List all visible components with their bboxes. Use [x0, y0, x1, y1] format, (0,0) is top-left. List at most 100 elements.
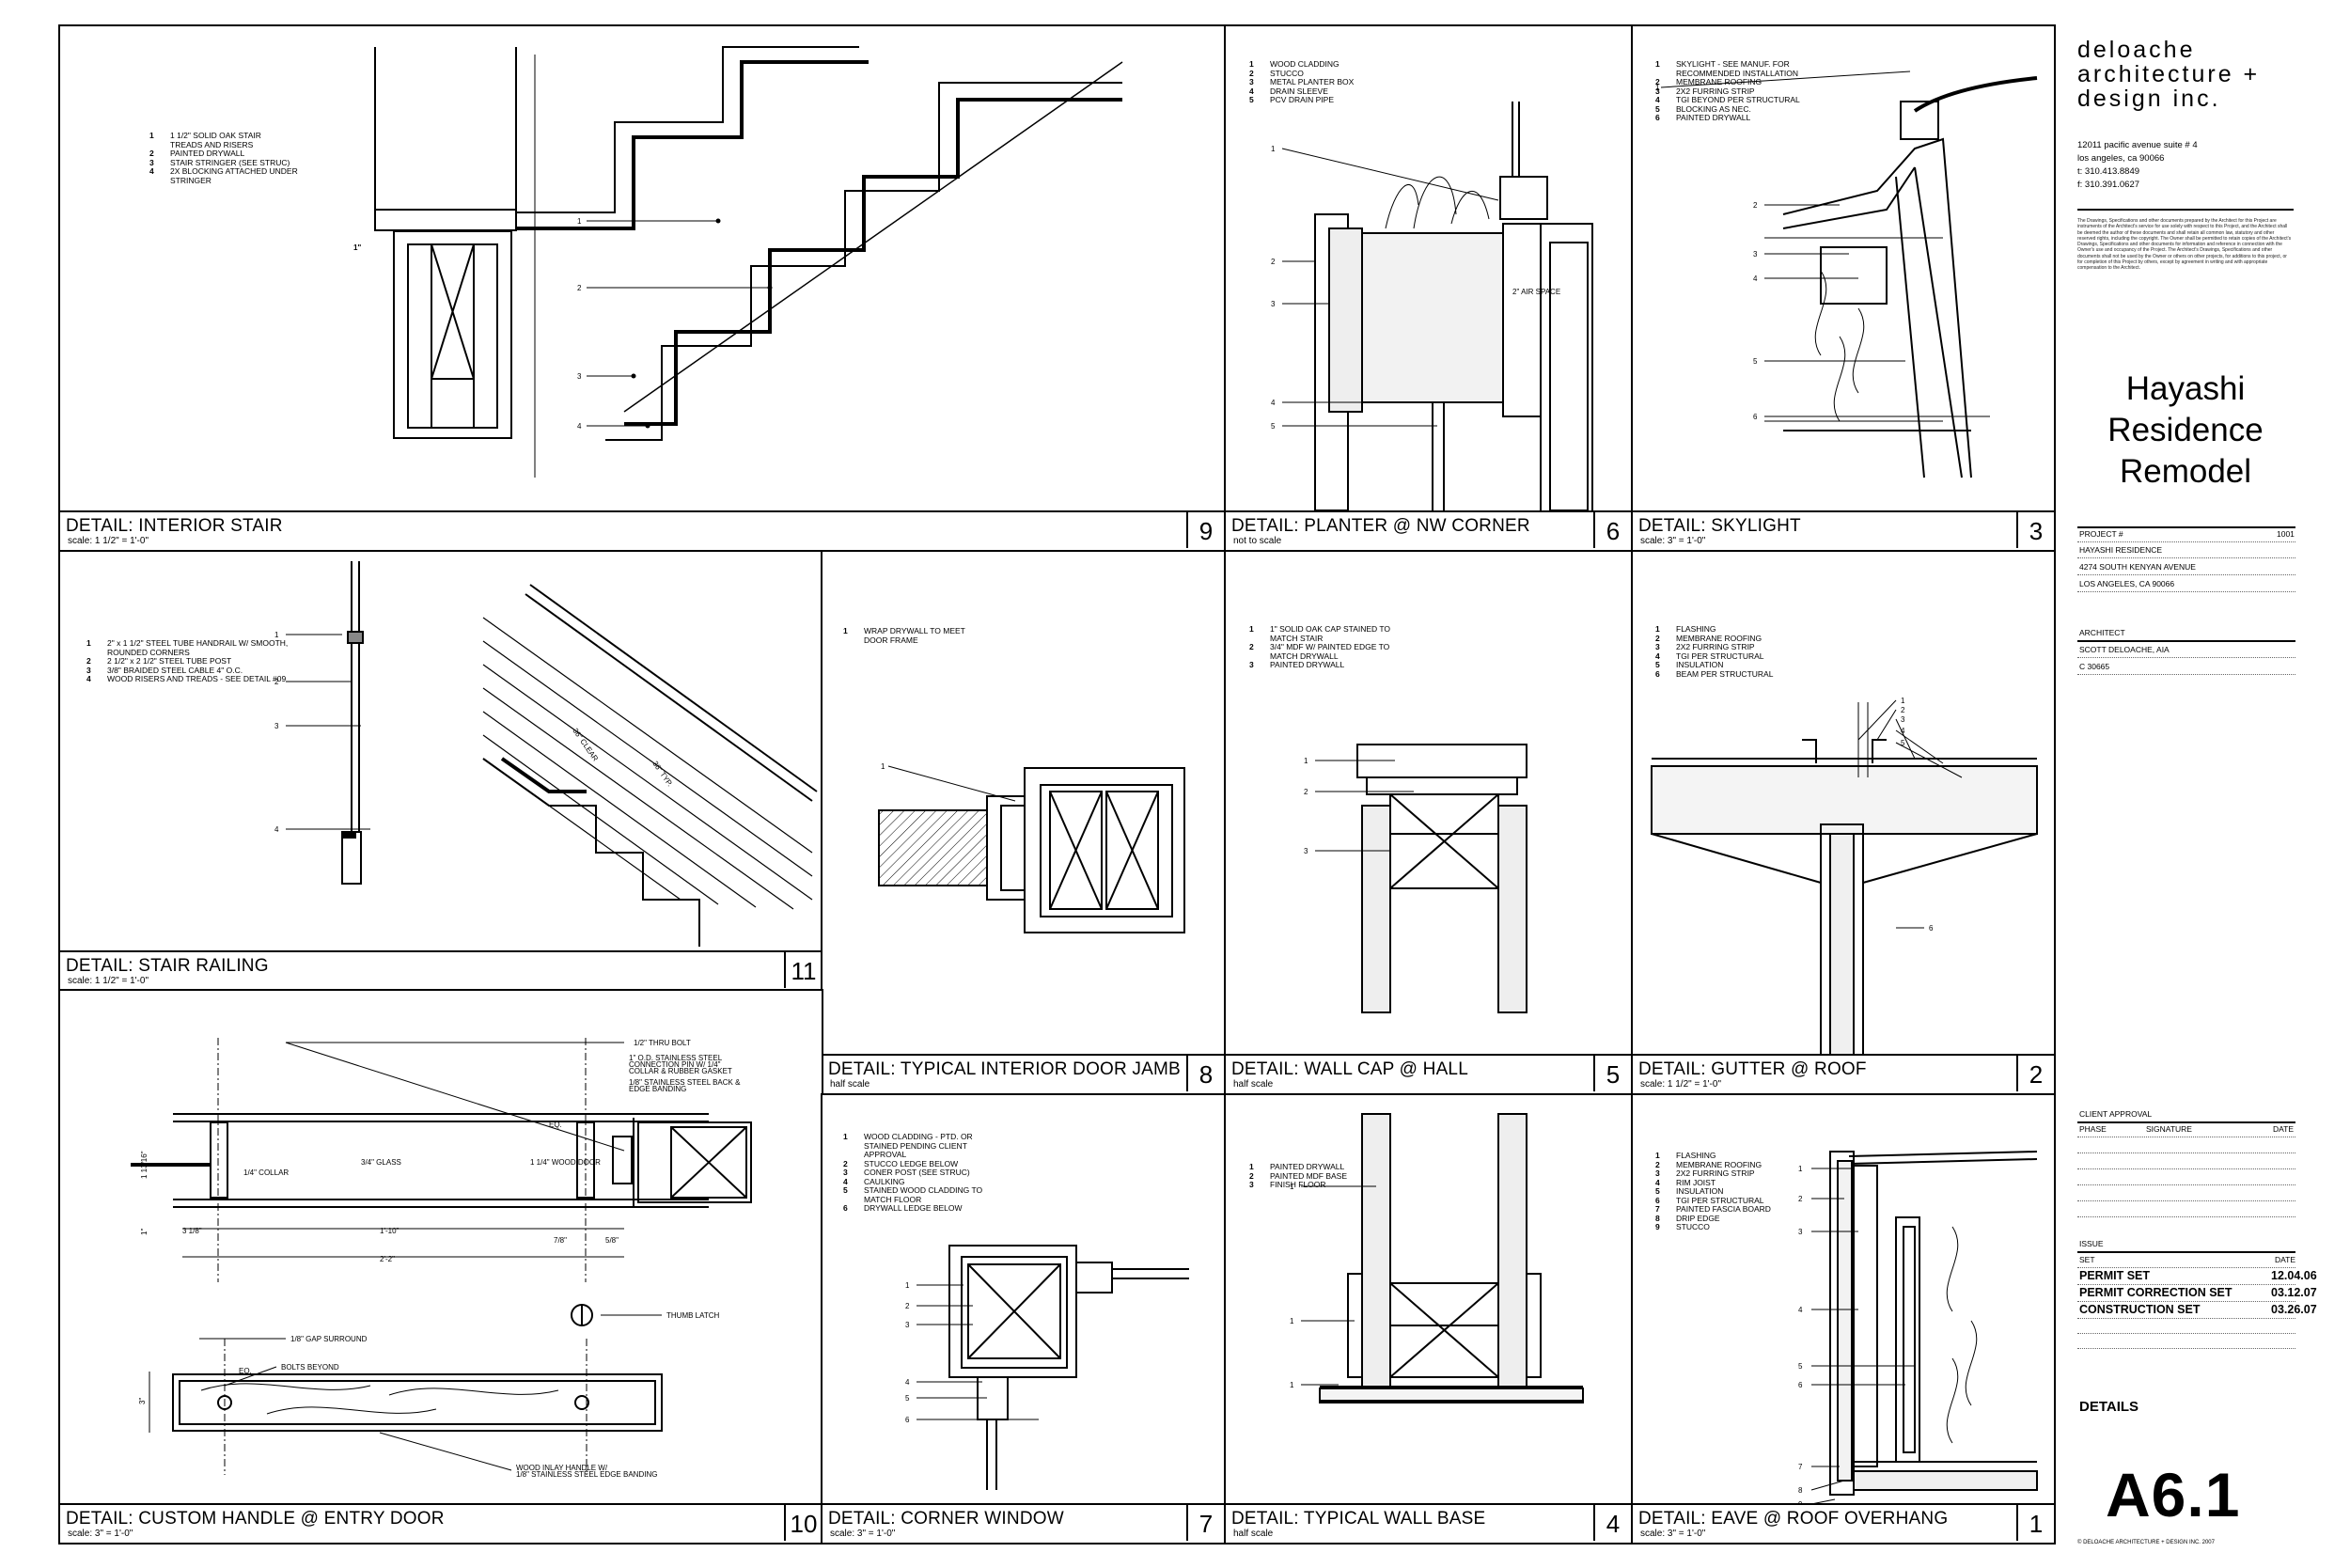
note-number: 3 [1655, 1168, 1660, 1178]
drawing-stair-railing: 1 2 3 4 36" CLEAR 36" TYP. [274, 561, 818, 947]
issue-row: PERMIT SET 12.04.06 [2079, 1269, 2317, 1282]
svg-text:2'-2": 2'-2" [380, 1255, 395, 1263]
note-text: INSULATION [1676, 1186, 1724, 1196]
detail-title: DETAIL: WALL CAP @ HALL [1231, 1059, 1468, 1079]
signature-column: SIGNATURE [2146, 1124, 2192, 1134]
note-text: MEMBRANE ROOFING [1676, 1159, 1762, 1169]
project-name: HAYASHI RESIDENCE [2079, 545, 2163, 555]
note-number: 2 [1249, 1170, 1254, 1181]
note-number: 5 [843, 1185, 848, 1195]
phase-column: PHASE [2079, 1124, 2107, 1134]
svg-text:6: 6 [1798, 1381, 1803, 1389]
divider [2077, 1251, 2295, 1253]
copyright-text: DELOACHE ARCHITECTURE + DESIGN INC. 2007 [2083, 1540, 2215, 1545]
issue-row: CONSTRUCTION SET 03.26.07 [2079, 1303, 2317, 1316]
issue-date: 12.04.06 [2271, 1269, 2317, 1282]
signature-line[interactable] [2077, 1200, 2295, 1201]
svg-text:3: 3 [1271, 300, 1276, 308]
note-number: 3 [1655, 86, 1660, 96]
detail-caption: DETAIL: WALL CAP @ HALL half scale 5 [1226, 1054, 1631, 1093]
note-number: 3 [149, 157, 154, 167]
callout-4: 4 [577, 422, 582, 431]
note-text: METAL PLANTER BOX [1270, 77, 1355, 86]
note-number: 4 [1249, 86, 1254, 96]
detail-scale: not to scale [1233, 536, 1282, 546]
detail-scale: scale: 3" = 1'-0" [1640, 1529, 1706, 1539]
issue-date: 03.12.07 [2271, 1286, 2317, 1299]
svg-text:6: 6 [905, 1416, 910, 1424]
svg-text:2: 2 [905, 1302, 910, 1310]
divider [2077, 526, 2295, 528]
note-number: 4 [1655, 1177, 1660, 1187]
note-number: 9 [1655, 1222, 1660, 1231]
svg-text:1 1/4" WOOD DOOR: 1 1/4" WOOD DOOR [530, 1158, 601, 1167]
svg-text:4: 4 [1901, 727, 1905, 735]
signature-line[interactable] [2077, 1216, 2295, 1217]
divider [2077, 1121, 2295, 1123]
note-text: DRYWALL LEDGE BELOW [864, 1203, 963, 1213]
note-edge-banding: 1/8" STAINLESS STEEL BACK & [629, 1078, 741, 1087]
svg-text:1: 1 [881, 762, 885, 771]
project-title-line: Hayashi [2125, 370, 2246, 407]
detail-caption: DETAIL: GUTTER @ ROOF scale: 1 1/2" = 1'… [1633, 1054, 2054, 1093]
note-number: 1 [1655, 624, 1660, 634]
drawing-gutter: 1 2 3 4 5 6 [1651, 697, 2038, 1059]
note-number: 5 [1655, 660, 1660, 669]
drawing-entry-door-handle: 1/2" THRU BOLT 1" O.D. STAINLESS STEEL C… [131, 1038, 752, 1479]
note-text: CAULKING [864, 1176, 905, 1186]
note-text: DRIP EDGE [1676, 1213, 1720, 1223]
detail-number: 11 [784, 952, 822, 988]
sheet-name: DETAILS [2079, 1399, 2139, 1415]
signature-line[interactable] [2077, 1184, 2295, 1185]
note-number: 2 [149, 149, 154, 158]
note-text: WOOD CLADDING [1270, 59, 1340, 69]
svg-text:1: 1 [1290, 1183, 1294, 1191]
svg-text:1: 1 [1290, 1381, 1294, 1389]
date-column: DATE [2273, 1124, 2295, 1134]
date-column: DATE [2275, 1255, 2296, 1264]
note-gap: 1/8" GAP SURROUND [290, 1335, 368, 1343]
svg-text:4: 4 [274, 825, 279, 834]
signature-line[interactable] [2077, 1152, 2295, 1153]
rule [2077, 1348, 2295, 1349]
svg-text:5: 5 [905, 1394, 910, 1403]
detail-title: DETAIL: STAIR RAILING [66, 956, 269, 976]
note-thru-bolt: 1/2" THRU BOLT [634, 1039, 691, 1047]
note-text: MEMBRANE ROOFING [1676, 633, 1762, 643]
svg-text:3: 3 [1798, 1228, 1803, 1236]
svg-text:1: 1 [905, 1281, 910, 1290]
note-number: 5 [1655, 1186, 1660, 1196]
note-number: 3 [86, 665, 91, 675]
svg-text:1": 1" [140, 1229, 149, 1235]
note-item: 5 INSULATION [1655, 1186, 1771, 1197]
rule [2077, 591, 2295, 592]
sheet-number: A6.1 [2106, 1460, 2241, 1529]
note-number: 1 [1249, 1162, 1254, 1171]
signature-line[interactable] [2077, 1168, 2295, 1169]
detail-scale: half scale [1233, 1079, 1274, 1090]
note-number: 2 [1249, 642, 1254, 651]
